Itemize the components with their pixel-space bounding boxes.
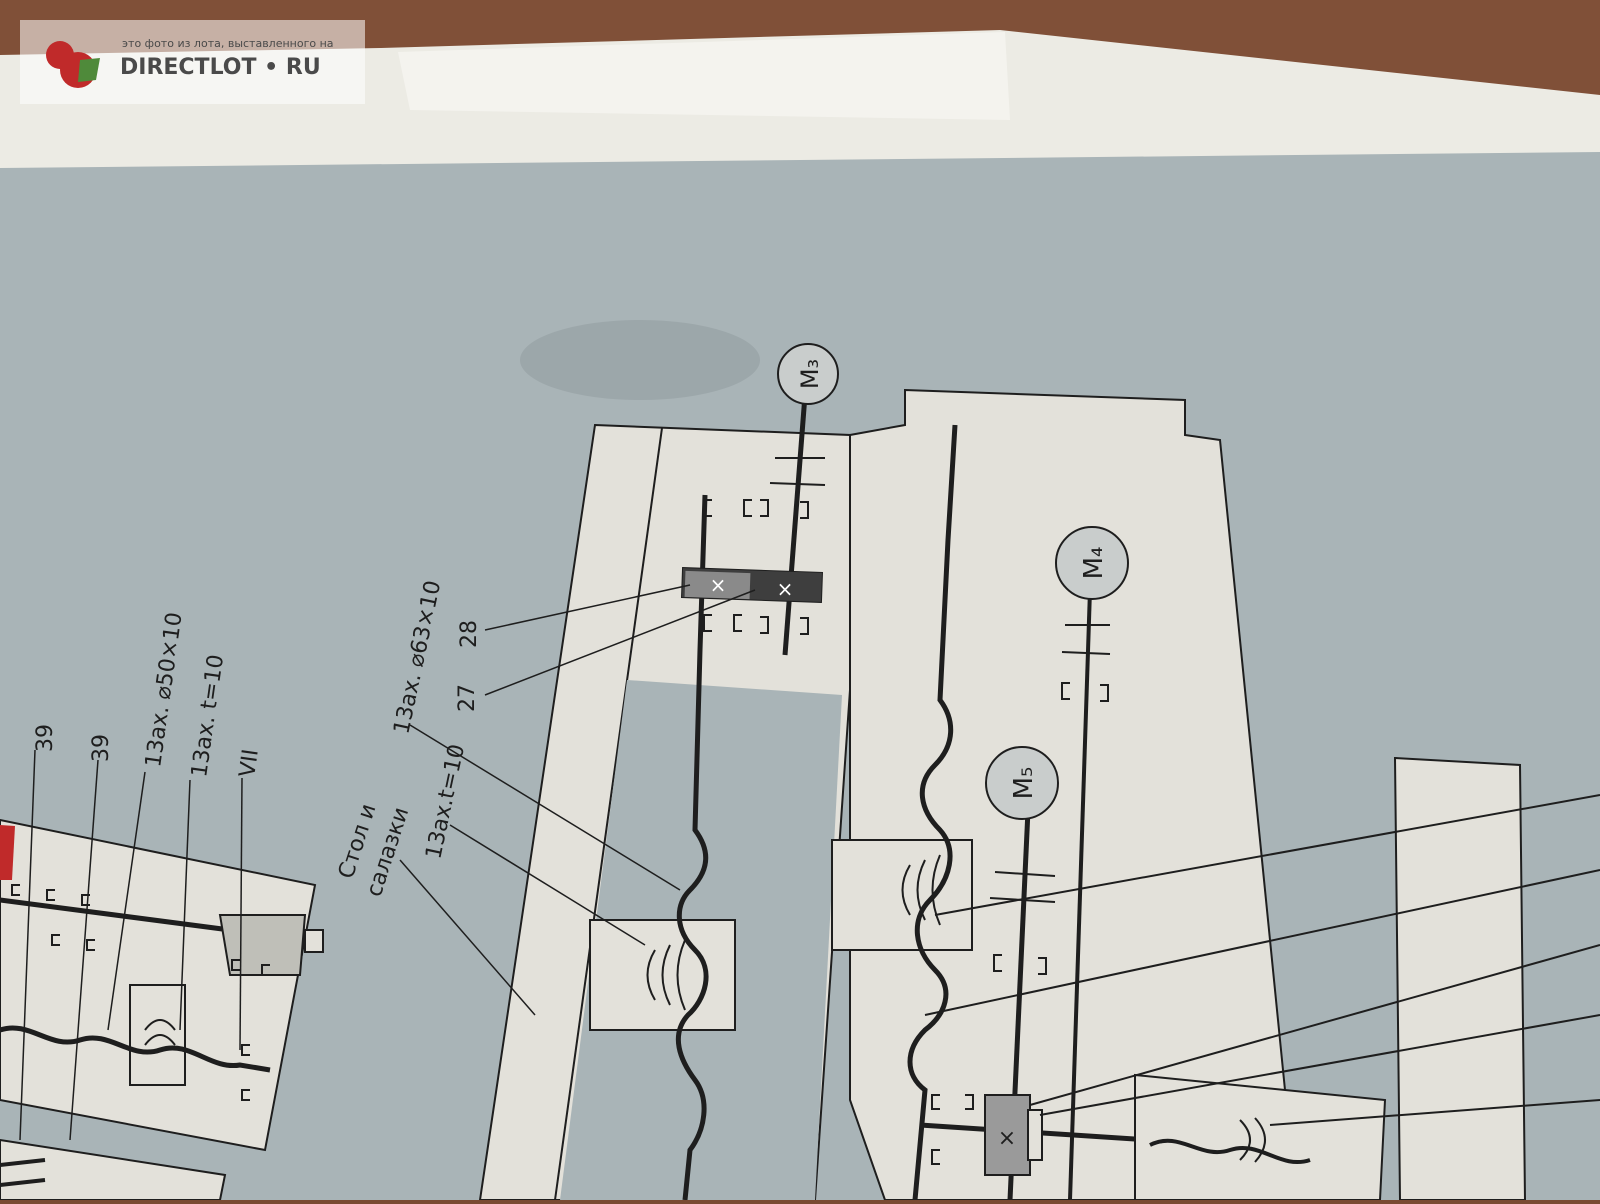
motor-m5-label: M₅	[1009, 767, 1039, 800]
label-39-b: 39	[89, 734, 114, 762]
squirrel-logo-icon	[46, 41, 100, 88]
leader-lines	[924, 794, 1600, 1126]
board-shadow	[520, 320, 760, 400]
paper-fold	[398, 32, 1010, 120]
motor-m3: M₃	[777, 343, 839, 405]
motor-m5: M₅	[985, 746, 1059, 820]
watermark-site: DIRECTLOT • RU	[120, 55, 321, 80]
label-gear-27: 27	[455, 684, 480, 712]
motor-m3-label: M₃	[796, 359, 824, 389]
central-column: × ×	[478, 394, 851, 1201]
motor-m4: M₄	[1055, 526, 1129, 600]
right-column: ×	[831, 388, 1527, 1201]
left-gearbox	[0, 818, 324, 1201]
label-39-a: 39	[33, 724, 58, 752]
label-gear-28: 28	[457, 620, 482, 648]
label-shaft-vii: VII	[235, 748, 264, 779]
watermark-caption: это фото из лота, выставленного на	[122, 37, 334, 50]
svg-text:×: ×	[777, 577, 794, 601]
label-leaders	[19, 584, 756, 1141]
svg-text:×: ×	[710, 573, 727, 597]
watermark: это фото из лота, выставленного на DIREC…	[20, 20, 365, 104]
motor-m4-label: M₄	[1079, 547, 1109, 580]
svg-text:×: ×	[998, 1126, 1016, 1151]
